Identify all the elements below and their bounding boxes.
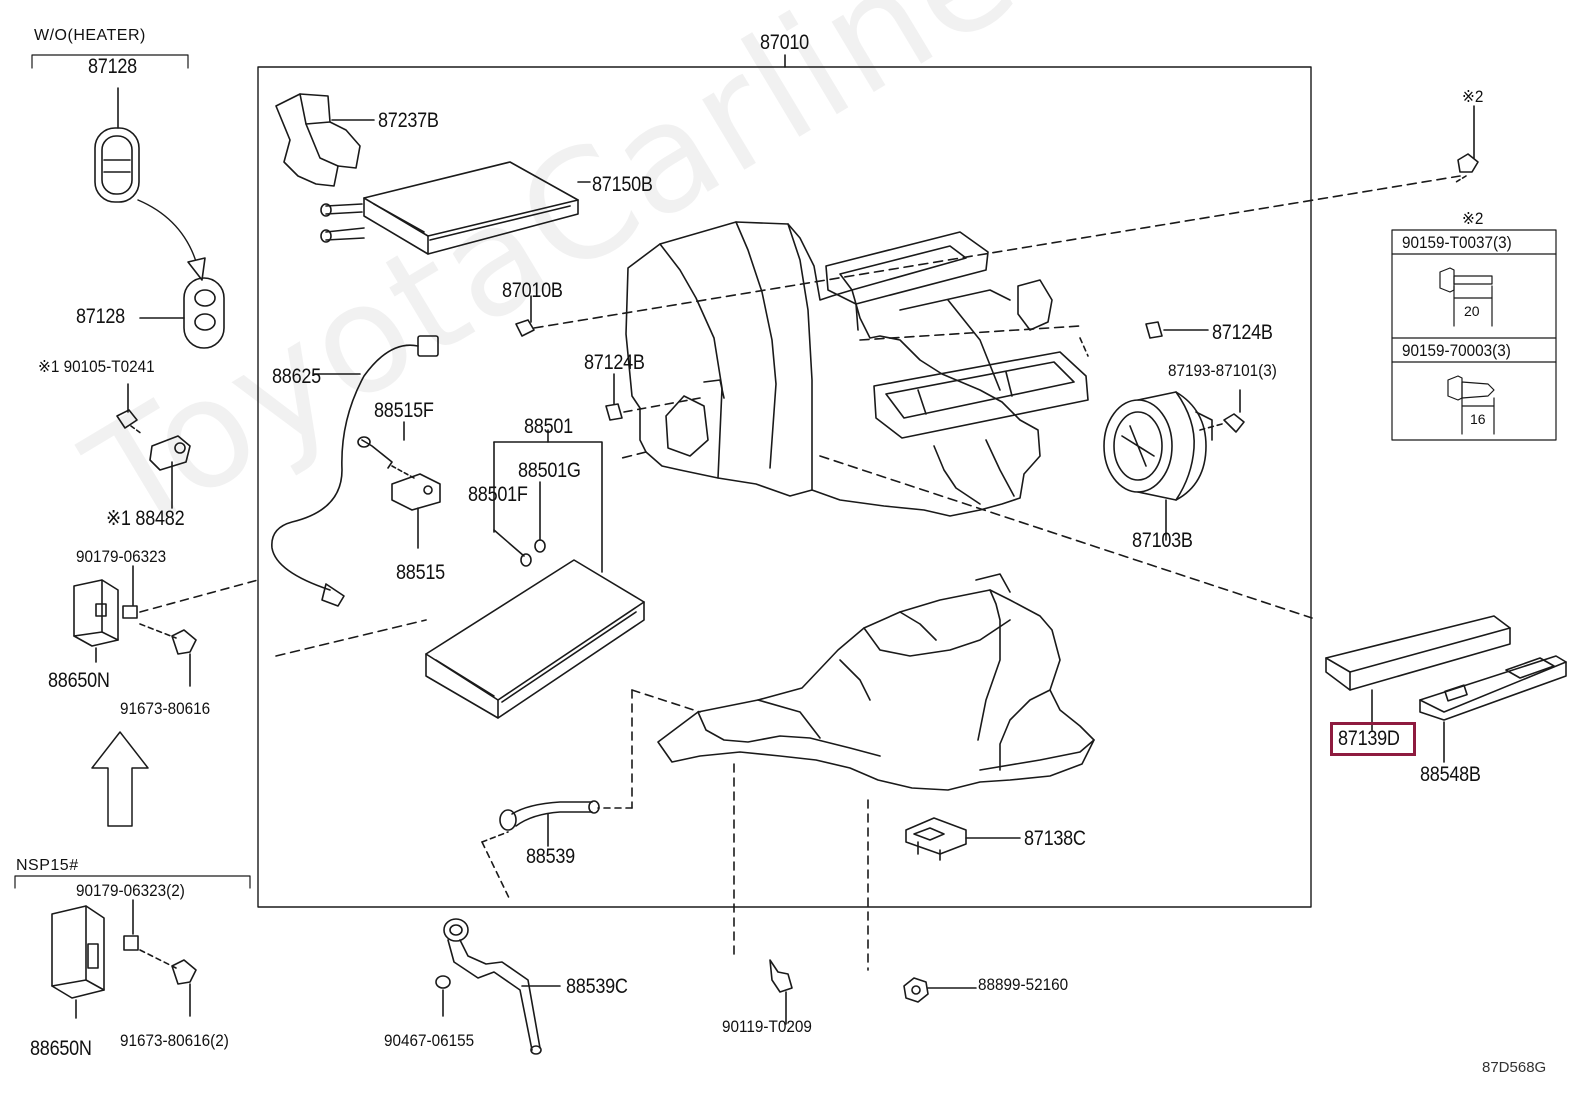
label-88515f[interactable]: 88515F: [374, 399, 434, 422]
bolt-code-2[interactable]: 90159-70003(3): [1402, 341, 1511, 360]
label-91673-a[interactable]: 91673-80616: [120, 699, 211, 718]
label-88539[interactable]: 88539: [526, 845, 575, 868]
label-91673-b[interactable]: 91673-80616(2): [120, 1031, 229, 1050]
label-88501[interactable]: 88501: [524, 415, 573, 438]
label-90119[interactable]: 90119-T0209: [722, 1017, 812, 1036]
label-87010b[interactable]: 87010B: [502, 279, 563, 302]
nut-88899: [903, 977, 977, 1003]
module-88650n-b: [51, 899, 197, 1019]
label-88501f[interactable]: 88501F: [468, 483, 528, 506]
bracket-87237b: [275, 93, 375, 187]
label-87193[interactable]: 87193-87101(3): [1168, 361, 1277, 380]
screw-87193: [1199, 389, 1245, 433]
clip-90467: [435, 975, 451, 1017]
note-x2-top: ※2: [1462, 87, 1484, 106]
pipe-88539: [481, 800, 600, 901]
sensor-88625: [271, 335, 439, 607]
diagram-code: 87D568G: [1482, 1059, 1547, 1076]
label-88650n-b[interactable]: 88650N: [30, 1037, 92, 1060]
label-88515[interactable]: 88515: [396, 561, 445, 584]
label-87128-mid[interactable]: 87128: [76, 305, 125, 328]
bolt-table: [1391, 229, 1557, 441]
label-87237b[interactable]: 87237B: [378, 109, 439, 132]
bolt-length-2: 16: [1470, 411, 1486, 427]
seal-87128-top: [94, 87, 140, 203]
filter-87139d: [1325, 615, 1511, 731]
highlight-87139d: [1330, 722, 1416, 756]
bolt-x2-top: [1455, 105, 1479, 183]
tray-88548b: [1419, 655, 1567, 763]
blower-87103b: [1103, 391, 1213, 541]
screw-87010b: [515, 175, 1461, 337]
note-x2-table: ※2: [1462, 209, 1484, 228]
hvac-case-lower: [597, 573, 1095, 971]
part-88482: [149, 435, 191, 509]
evaporator-88501: [275, 429, 645, 719]
nsp15-bracket: [14, 875, 251, 889]
label-87103b[interactable]: 87103B: [1132, 529, 1193, 552]
part-88515: [391, 473, 441, 549]
label-87124b-a[interactable]: 87124B: [584, 351, 645, 374]
arrow-straight: [91, 731, 149, 827]
label-90467[interactable]: 90467-06155: [384, 1031, 475, 1050]
group-wo-heater: W/O(HEATER): [34, 27, 146, 44]
label-88899[interactable]: 88899-52160: [978, 975, 1069, 994]
resistor-87138c: [905, 817, 1021, 861]
label-87010[interactable]: 87010: [760, 31, 809, 54]
arrow-curved: [137, 199, 206, 281]
label-90179-b[interactable]: 90179-06323(2): [76, 881, 185, 900]
seal-87128-mid: [139, 277, 225, 349]
clip-87124b-b: [1145, 321, 1209, 339]
module-88650n-a: [73, 565, 259, 687]
screw-88515f: [357, 421, 415, 479]
label-88482[interactable]: ※1 88482: [106, 507, 185, 530]
label-88501g[interactable]: 88501G: [518, 459, 581, 482]
hvac-case-upper: [621, 221, 1313, 619]
label-87150b[interactable]: 87150B: [592, 173, 653, 196]
label-88625[interactable]: 88625: [272, 365, 321, 388]
screw-90105: [116, 383, 143, 435]
label-88539c[interactable]: 88539C: [566, 975, 628, 998]
label-87128-top[interactable]: 87128: [88, 55, 137, 78]
label-87138c[interactable]: 87138C: [1024, 827, 1086, 850]
bolt-code-1[interactable]: 90159-T0037(3): [1402, 233, 1512, 252]
group-nsp15: NSP15#: [16, 857, 79, 874]
pipe-88539c: [443, 918, 561, 1055]
clip-87124b-a: [605, 373, 701, 421]
label-90179-a[interactable]: 90179-06323: [76, 547, 167, 566]
bolt-90119: [769, 959, 793, 1025]
label-87139d[interactable]: 87139D: [1338, 727, 1400, 750]
label-87124b-b[interactable]: 87124B: [1212, 321, 1273, 344]
wo-heater-bracket: [31, 54, 189, 69]
label-88650n-a[interactable]: 88650N: [48, 669, 110, 692]
bolt-length-1: 20: [1464, 303, 1480, 319]
label-88548b[interactable]: 88548B: [1420, 763, 1481, 786]
label-90105[interactable]: ※1 90105-T0241: [38, 357, 155, 376]
heater-core-87150b: [320, 161, 591, 255]
